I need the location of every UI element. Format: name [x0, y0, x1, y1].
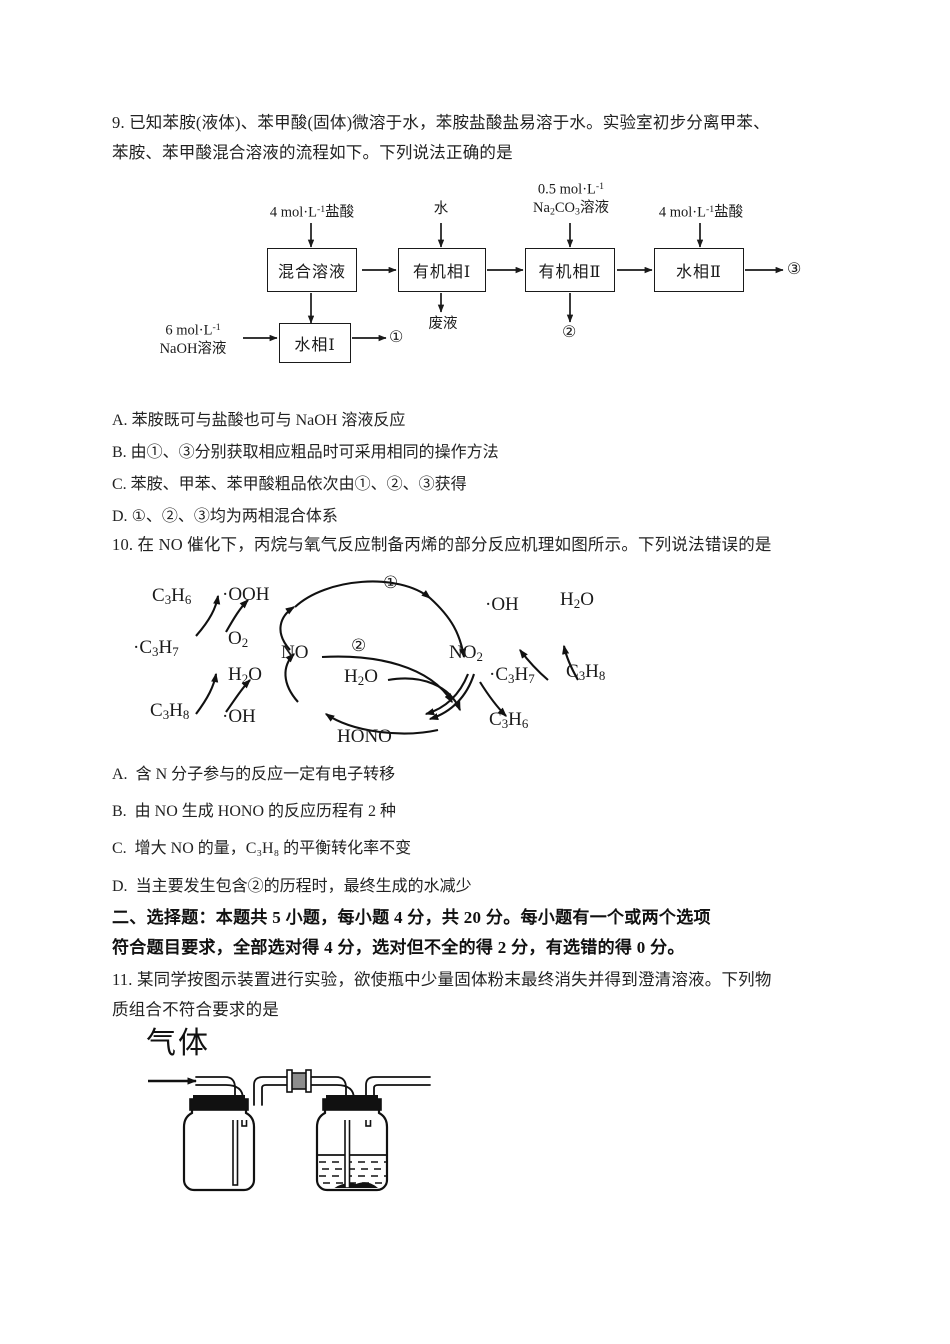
reagent-hcl-4m-first-exp: -1 — [316, 204, 326, 215]
species-c3h7-left: ·C3H7 — [133, 637, 179, 660]
wash-bottle-right — [315, 1095, 389, 1192]
species-h2o-right: H2O — [560, 589, 594, 612]
question-10-option-c: C. 增大 NO 的量，C₃H₈ 的平衡转化率不变 — [112, 836, 411, 862]
question-9-option-b: B.由①、③分别获取相应粗品时可采用相同的操作方法 — [112, 440, 499, 466]
reagent-na2co3-formula-co: CO — [554, 200, 576, 217]
reagent-hcl-4m-second: 4 mol·L-1盐酸 — [631, 200, 771, 222]
reagent-hcl-4m-first: 4 mol·L-1盐酸 — [242, 200, 382, 222]
species-c3h8-right: C3H8 — [566, 661, 606, 684]
flow-output-3: ③ — [787, 261, 802, 278]
mechanism-path-1-label: ① — [383, 573, 399, 592]
reaction-mechanism-diagram — [195, 580, 579, 735]
option-letter: C. — [112, 476, 127, 493]
section-2-header-line1: 二、选择题：本题共 5 小题，每小题 4 分，共 20 分。每小题有一个或两个选… — [112, 908, 711, 927]
flow-box-mixed-solution: 混合溶液 — [267, 248, 357, 292]
flow-box-organic-phase-2: 有机相Ⅱ — [525, 248, 615, 292]
wash-bottle-left — [182, 1095, 256, 1192]
option-text: 苯胺、甲苯、苯甲酸粗品依次由①、②、③获得 — [130, 476, 467, 493]
flow-box-aqueous-phase-1: 水相Ⅰ — [279, 323, 351, 363]
flow-output-2: ② — [562, 324, 577, 341]
species-oh-left: ·OH — [222, 706, 256, 727]
reagent-naoh-conc: 6 mol·L — [165, 322, 213, 339]
flow-output-1: ① — [389, 329, 404, 346]
option-text: 由①、③分别获取相应粗品时可采用相同的操作方法 — [130, 444, 499, 461]
tube-clamp — [286, 1069, 312, 1093]
option-letter: B. — [112, 803, 127, 820]
option-letter: A. — [112, 412, 128, 429]
reagent-na2co3-suffix: 溶液 — [579, 200, 609, 217]
option-text: 增大 NO 的量，C₃H₈ 的平衡转化率不变 — [134, 840, 412, 857]
species-o2: O2 — [228, 628, 249, 651]
question-11-stem-line1: 11. 某同学按图示装置进行实验，欲使瓶中少量固体粉末最终消失并得到澄清溶液。下… — [112, 970, 772, 989]
option-text: 苯胺既可与盐酸也可与 NaOH 溶液反应 — [131, 412, 406, 429]
species-c3h8-left: C3H8 — [150, 700, 190, 723]
option-letter: D. — [112, 878, 128, 895]
question-9-option-c: C.苯胺、甲苯、苯甲酸粗品依次由①、②、③获得 — [112, 472, 467, 498]
reagent-na2co3-conc: 0.5 mol·L — [537, 181, 596, 198]
gas-inlet-label: 气体 — [146, 1027, 210, 1060]
option-letter: C. — [112, 840, 127, 857]
reagent-na2co3-formula-na: Na — [533, 200, 550, 217]
species-no: NO — [281, 642, 309, 663]
gas-washing-apparatus — [148, 1069, 431, 1192]
species-c3h6-right: C3H6 — [489, 709, 529, 732]
section-2-header-line2: 符合题目要求，全部选对得 4 分，选对但不全的得 2 分，有选错的得 0 分。 — [112, 938, 685, 957]
option-letter: A. — [112, 766, 128, 783]
reagent-naoh-exp: -1 — [212, 322, 221, 333]
reagent-water: 水 — [433, 201, 449, 217]
reagent-hcl-4m-first-suffix: 盐酸 — [325, 204, 355, 221]
species-ooh: ·OOH — [222, 584, 270, 605]
mechanism-path-2-label: ② — [351, 636, 367, 655]
species-h2o-mid: H2O — [344, 666, 378, 689]
option-letter: D. — [112, 508, 128, 525]
species-c3h6-left: C3H6 — [152, 585, 192, 608]
species-c3h7-right: ·C3H7 — [489, 664, 535, 687]
flow-output-waste: 废液 — [428, 316, 458, 332]
reagent-na2co3-exp: -1 — [595, 181, 605, 192]
reagent-naoh-name: NaOH溶液 — [159, 341, 227, 358]
flow-box-organic-phase-1: 有机相Ⅰ — [398, 248, 486, 292]
question-9-option-d: D.①、②、③均为两相混合体系 — [112, 504, 338, 530]
species-hono: HONO — [337, 726, 392, 747]
question-9-stem-line1: 9. 已知苯胺(液体)、苯甲酸(固体)微溶于水，苯胺盐酸盐易溶于水。实验室初步分… — [112, 113, 770, 132]
question-10-option-d: D. 当主要发生包含②的历程时，最终生成的水减少 — [112, 874, 472, 900]
reagent-hcl-4m-second-text: 4 mol·L — [658, 204, 706, 221]
question-10-option-b: B. 由 NO 生成 HONO 的反应历程有 2 种 — [112, 799, 396, 825]
option-letter: B. — [112, 444, 127, 461]
question-9-stem-line2: 苯胺、苯甲酸混合溶液的流程如下。下列说法正确的是 — [112, 143, 513, 162]
question-9-option-a: A.苯胺既可与盐酸也可与 NaOH 溶液反应 — [112, 408, 405, 434]
reagent-hcl-4m-second-exp: -1 — [705, 204, 715, 215]
reagent-na2co3: 0.5 mol·L-1 Na2CO3溶液 — [533, 181, 609, 218]
option-text: 由 NO 生成 HONO 的反应历程有 2 种 — [134, 803, 397, 820]
species-no2: NO2 — [449, 642, 483, 665]
question-11-stem-line2: 质组合不符合要求的是 — [112, 1000, 279, 1019]
reagent-hcl-4m-second-suffix: 盐酸 — [714, 204, 744, 221]
flow-box-aqueous-phase-2: 水相Ⅱ — [654, 248, 744, 292]
species-h2o-left: H2O — [228, 664, 262, 687]
question-10-option-a: A. 含 N 分子参与的反应一定有电子转移 — [112, 762, 395, 788]
question-10-stem: 10. 在 NO 催化下，丙烷与氧气反应制备丙烯的部分反应机理如图所示。下列说法… — [112, 535, 772, 554]
option-text: 当主要发生包含②的历程时，最终生成的水减少 — [135, 878, 472, 895]
option-text: 含 N 分子参与的反应一定有电子转移 — [135, 766, 396, 783]
option-text: ①、②、③均为两相混合体系 — [131, 508, 338, 525]
reagent-hcl-4m-first-text: 4 mol·L — [269, 204, 317, 221]
reagent-naoh: 6 mol·L-1 NaOH溶液 — [141, 318, 245, 359]
species-oh-right: ·OH — [485, 594, 519, 615]
